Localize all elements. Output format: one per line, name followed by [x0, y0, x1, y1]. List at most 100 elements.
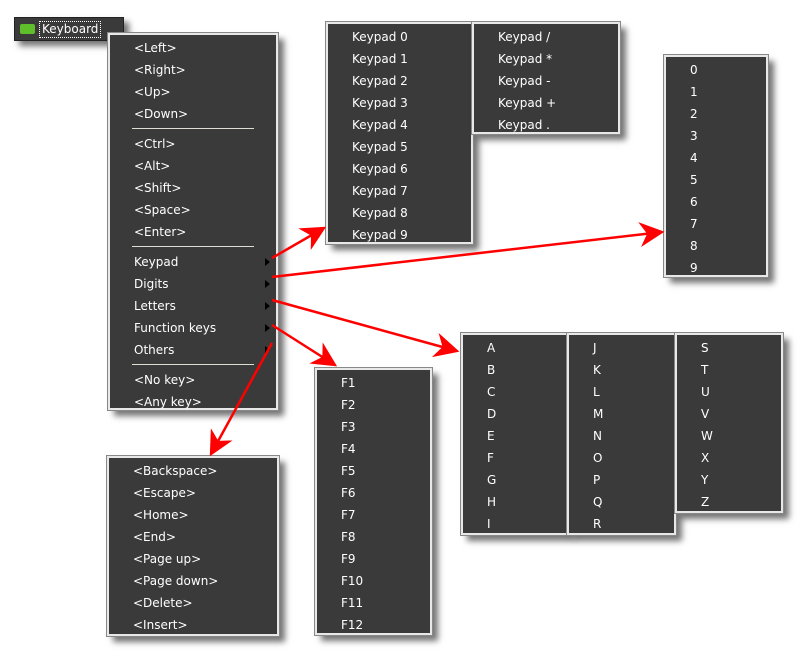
menu-item-s[interactable]: S	[701, 341, 709, 355]
menu-item-f[interactable]: F	[487, 451, 494, 465]
menu-item-l[interactable]: L	[593, 385, 600, 399]
menu-item-f1[interactable]: F1	[341, 376, 356, 390]
menu-item-down[interactable]: <Down>	[134, 107, 189, 121]
menu-item-keypad[interactable]: Keypad -	[498, 74, 551, 88]
menu-item-w[interactable]: W	[701, 429, 713, 443]
menu-item-keypad-7[interactable]: Keypad 7	[352, 184, 408, 198]
menu-item-q[interactable]: Q	[593, 495, 603, 509]
menu-item-keypad-4[interactable]: Keypad 4	[352, 118, 408, 132]
menu-item-page-up[interactable]: <Page up>	[133, 552, 202, 566]
menu-item-enter[interactable]: <Enter>	[134, 225, 187, 239]
menu-separator	[132, 128, 254, 129]
menu-item-keypad-8[interactable]: Keypad 8	[352, 206, 408, 220]
menu-item-keypad[interactable]: Keypad	[110, 251, 276, 273]
menu-item-k[interactable]: K	[593, 363, 601, 377]
menu-item-function-keys[interactable]: Function keys	[110, 317, 276, 339]
keyboard-button-label: Keyboard	[39, 21, 102, 38]
menu-item-keypad-9[interactable]: Keypad 9	[352, 228, 408, 242]
menu-item-t[interactable]: T	[701, 363, 709, 377]
keyboard-button[interactable]: Keyboard	[14, 17, 124, 41]
menu-item-2[interactable]: 2	[690, 107, 698, 121]
menu-item-5[interactable]: 5	[690, 173, 698, 187]
menu-item-keypad-6[interactable]: Keypad 6	[352, 162, 408, 176]
menu-item-f7[interactable]: F7	[341, 508, 356, 522]
menu-item-n[interactable]: N	[593, 429, 602, 443]
menu-item-shift[interactable]: <Shift>	[134, 181, 182, 195]
menu-item-delete[interactable]: <Delete>	[133, 596, 193, 610]
menu-item-d[interactable]: D	[487, 407, 497, 421]
menu-item-r[interactable]: R	[593, 517, 602, 531]
menu-item-f9[interactable]: F9	[341, 552, 356, 566]
menu-item-keypad-3[interactable]: Keypad 3	[352, 96, 408, 110]
menu-item-digits[interactable]: Digits	[110, 273, 276, 295]
menu-item-3[interactable]: 3	[690, 129, 698, 143]
menu-item-1[interactable]: 1	[690, 85, 698, 99]
menu-item-7[interactable]: 7	[690, 217, 698, 231]
menu-item-up[interactable]: <Up>	[134, 85, 171, 99]
menu-item-o[interactable]: O	[593, 451, 603, 465]
menu-item-home[interactable]: <Home>	[133, 508, 189, 522]
menu-item-0[interactable]: 0	[690, 63, 698, 77]
menu-item-keypad-1[interactable]: Keypad 1	[352, 52, 408, 66]
menu-item-j[interactable]: J	[593, 341, 597, 355]
menu-item-f6[interactable]: F6	[341, 486, 356, 500]
menu-item-f8[interactable]: F8	[341, 530, 356, 544]
menu-item-f3[interactable]: F3	[341, 420, 356, 434]
menu-item-space[interactable]: <Space>	[134, 203, 191, 217]
menu-item-g[interactable]: G	[487, 473, 497, 487]
menu-item-letters[interactable]: Letters	[110, 295, 276, 317]
menu-item-i[interactable]: I	[487, 517, 491, 531]
menu-item-b[interactable]: B	[487, 363, 496, 377]
others-menu: <Backspace> <Escape> <Home> <End> <Page up> <…	[106, 455, 280, 637]
menu-item-c[interactable]: C	[487, 385, 496, 399]
menu-item-escape[interactable]: <Escape>	[133, 486, 196, 500]
menu-item-h[interactable]: H	[487, 495, 497, 509]
menu-item-8[interactable]: 8	[690, 239, 698, 253]
menu-item-f5[interactable]: F5	[341, 464, 356, 478]
menu-item-right[interactable]: <Right>	[134, 63, 186, 77]
menu-item-e[interactable]: E	[487, 429, 495, 443]
menu-item-4[interactable]: 4	[690, 151, 698, 165]
menu-item-9[interactable]: 9	[690, 261, 698, 275]
menu-item-f12[interactable]: F12	[341, 618, 364, 632]
menu-item-end[interactable]: <End>	[133, 530, 176, 544]
menu-item-page-down[interactable]: <Page down>	[133, 574, 219, 588]
menu-item-u[interactable]: U	[701, 385, 710, 399]
menu-item-keypad[interactable]: Keypad *	[498, 52, 553, 66]
menu-item-v[interactable]: V	[701, 407, 710, 421]
menu-item-alt[interactable]: <Alt>	[134, 159, 171, 173]
menu-item-ctrl[interactable]: <Ctrl>	[134, 137, 176, 151]
menu-item-f4[interactable]: F4	[341, 442, 356, 456]
keypad-ops-menu: Keypad / Keypad * Keypad - Keypad + Keypad .	[471, 21, 621, 135]
menu-item-y[interactable]: Y	[701, 473, 709, 487]
menu-item-keypad[interactable]: Keypad +	[498, 96, 557, 110]
arrow-others	[209, 342, 274, 457]
menu-item-f2[interactable]: F2	[341, 398, 356, 412]
menu-item-keypad-2[interactable]: Keypad 2	[352, 74, 408, 88]
digits-menu: 0 1 2 3 4 5 6 7 8 9	[663, 54, 769, 278]
menu-item-z[interactable]: Z	[701, 495, 710, 509]
menu-separator	[132, 246, 254, 247]
menu-item-insert[interactable]: <Insert>	[133, 618, 188, 632]
menu-item-m[interactable]: M	[593, 407, 604, 421]
menu-item-6[interactable]: 6	[690, 195, 698, 209]
menu-item-p[interactable]: P	[593, 473, 601, 487]
main-menu: <Left> <Right> <Up> <Down> <Ctrl> <Alt> <Shift…	[107, 32, 279, 411]
menu-item-any-key[interactable]: <Any key>	[134, 395, 202, 409]
menu-item-a[interactable]: A	[487, 341, 496, 355]
menu-item-f10[interactable]: F10	[341, 574, 364, 588]
menu-item-x[interactable]: X	[701, 451, 710, 465]
arrow-keypad	[271, 226, 327, 260]
menu-item-keypad-0[interactable]: Keypad 0	[352, 30, 408, 44]
menu-item-no-key[interactable]: <No key>	[134, 373, 196, 387]
menu-item-left[interactable]: <Left>	[134, 41, 177, 55]
menu-item-keypad-5[interactable]: Keypad 5	[352, 140, 408, 154]
menu-item-backspace[interactable]: <Backspace>	[133, 464, 218, 478]
menu-item-keypad[interactable]: Keypad .	[498, 118, 550, 132]
menu-item-keypad[interactable]: Keypad /	[498, 30, 551, 44]
keyboard-icon	[20, 24, 35, 34]
menu-separator	[132, 364, 254, 365]
menu-item-f11[interactable]: F11	[341, 596, 364, 610]
